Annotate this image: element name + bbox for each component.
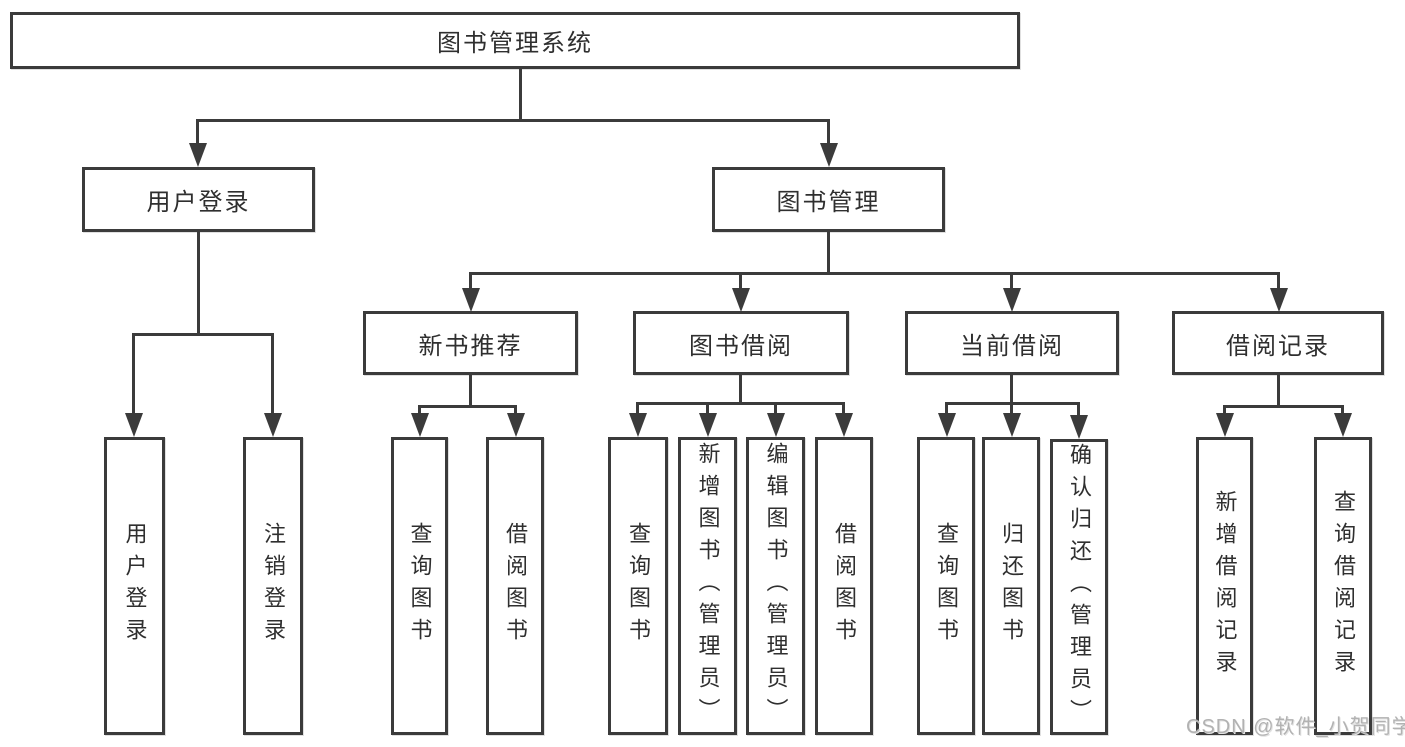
arrowhead-down-icon (507, 413, 525, 437)
connector-current-borrow-stem (1010, 375, 1013, 405)
connector-user-login-stem (197, 232, 200, 336)
connector-line (418, 405, 421, 417)
connector-line (774, 402, 777, 416)
connector-line (945, 402, 948, 416)
leaf-confirm-return-admin: 确认归还（管理员） (1050, 439, 1108, 735)
arrowhead-down-icon (462, 288, 480, 312)
node-label: 查询借阅记录 (1331, 490, 1356, 682)
connector-line (1223, 405, 1226, 417)
node-label: 图书管理系统 (437, 30, 593, 57)
connector-book-mgmt-stem (827, 232, 830, 275)
connector-line (1010, 402, 1013, 416)
leaf-query-books-1: 查询图书 (391, 437, 448, 735)
node-label: 注销登录 (261, 522, 286, 650)
connector-line (706, 402, 709, 416)
arrowhead-down-icon (264, 413, 282, 437)
leaf-borrow-books-2: 借阅图书 (815, 437, 873, 735)
csdn-watermark: CSDN @软件_小贺同学 (1186, 716, 1405, 738)
node-new-book-recommend: 新书推荐 (363, 311, 578, 375)
connector-line (196, 119, 199, 149)
node-label: 查询图书 (407, 522, 433, 650)
arrowhead-down-icon (732, 288, 750, 312)
connector-borrow-records-stem (1277, 375, 1280, 408)
connector-branch-user-login (132, 333, 274, 336)
arrowhead-down-icon (835, 413, 853, 437)
node-user-login: 用户登录 (82, 167, 315, 232)
node-label: 借阅图书 (503, 522, 528, 650)
leaf-query-books-3: 查询图书 (917, 437, 975, 735)
leaf-borrow-books-1: 借阅图书 (486, 437, 544, 735)
arrowhead-down-icon (125, 413, 143, 437)
connector-line (514, 405, 517, 417)
connector-root-stem (519, 69, 522, 122)
node-label: 用户登录 (146, 189, 251, 216)
connector-line (469, 272, 472, 292)
node-book-management: 图书管理 (712, 167, 945, 232)
node-book-borrowing: 图书借阅 (633, 311, 849, 375)
leaf-edit-books-admin: 编辑图书（管理员） (746, 437, 805, 735)
connector-line (132, 333, 135, 418)
leaf-query-books-2: 查询图书 (608, 437, 668, 735)
arrowhead-down-icon (1003, 413, 1021, 437)
node-label: 查询图书 (934, 522, 959, 650)
connector-line (271, 333, 274, 418)
leaf-add-books-admin: 新增图书（管理员） (678, 437, 737, 735)
node-root-library-system: 图书管理系统 (10, 12, 1020, 69)
connector-branch-book-borrow (636, 402, 845, 405)
connector-line (1277, 272, 1280, 292)
node-label: 图书管理 (776, 189, 881, 216)
arrowhead-down-icon (1334, 413, 1352, 437)
node-label: 查询图书 (626, 522, 651, 650)
node-label: 确认归还（管理员） (1067, 443, 1092, 731)
node-label: 编辑图书（管理员） (763, 442, 789, 730)
node-label: 归还图书 (999, 522, 1024, 650)
connector-line (1341, 405, 1344, 417)
node-label: 当前借阅 (960, 332, 1064, 360)
connector-line (827, 119, 830, 149)
arrowhead-down-icon (1003, 288, 1021, 312)
connector-branch-level2 (196, 119, 830, 122)
arrowhead-down-icon (938, 413, 956, 437)
connector-branch-borrow-records (1223, 405, 1344, 408)
node-label: 借阅图书 (832, 522, 857, 650)
arrowhead-down-icon (767, 413, 785, 437)
node-current-borrowing: 当前借阅 (905, 311, 1119, 375)
arrowhead-down-icon (1216, 413, 1234, 437)
leaf-user-login: 用户登录 (104, 437, 165, 735)
connector-line (1010, 272, 1013, 292)
leaf-return-books: 归还图书 (982, 437, 1040, 735)
connector-line (842, 402, 845, 416)
node-label: 新增图书（管理员） (695, 442, 721, 730)
leaf-query-borrow-record: 查询借阅记录 (1314, 437, 1372, 735)
node-label: 用户登录 (122, 522, 148, 650)
connector-branch-level3 (469, 272, 1280, 275)
connector-line (1077, 402, 1080, 416)
connector-branch-new-book (418, 405, 517, 408)
arrowhead-down-icon (411, 413, 429, 437)
node-borrowing-records: 借阅记录 (1172, 311, 1384, 375)
connector-line (739, 272, 742, 292)
node-label: 借阅记录 (1226, 332, 1330, 360)
connector-line (636, 402, 639, 416)
node-label: 新增借阅记录 (1212, 490, 1238, 682)
arrowhead-down-icon (189, 143, 207, 167)
arrowhead-down-icon (699, 413, 717, 437)
arrowhead-down-icon (1070, 415, 1088, 439)
leaf-add-borrow-record: 新增借阅记录 (1196, 437, 1253, 735)
node-label: 图书借阅 (689, 332, 793, 360)
arrowhead-down-icon (1270, 288, 1288, 312)
arrowhead-down-icon (629, 413, 647, 437)
leaf-logout: 注销登录 (243, 437, 303, 735)
node-label: 新书推荐 (418, 332, 523, 360)
arrowhead-down-icon (820, 143, 838, 167)
connector-new-book-stem (469, 375, 472, 408)
connector-book-borrow-stem (739, 375, 742, 405)
